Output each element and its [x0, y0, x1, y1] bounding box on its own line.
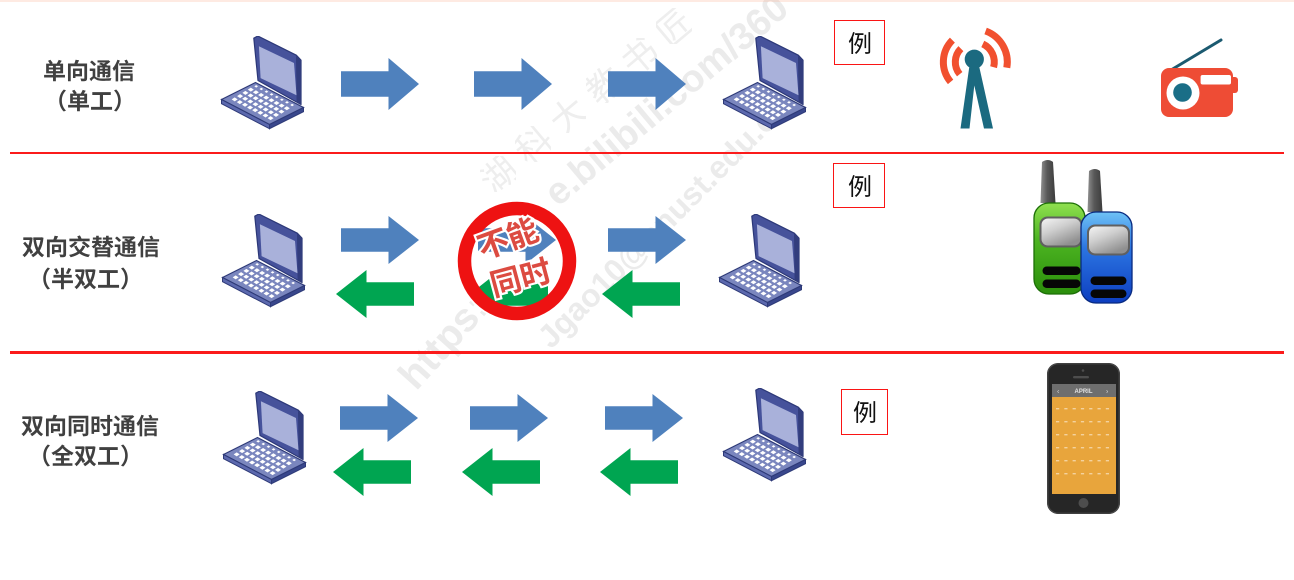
- svg-text:›: ›: [1106, 389, 1109, 396]
- svg-text:‹: ‹: [1057, 389, 1060, 396]
- svg-text:APRIL: APRIL: [1075, 389, 1093, 395]
